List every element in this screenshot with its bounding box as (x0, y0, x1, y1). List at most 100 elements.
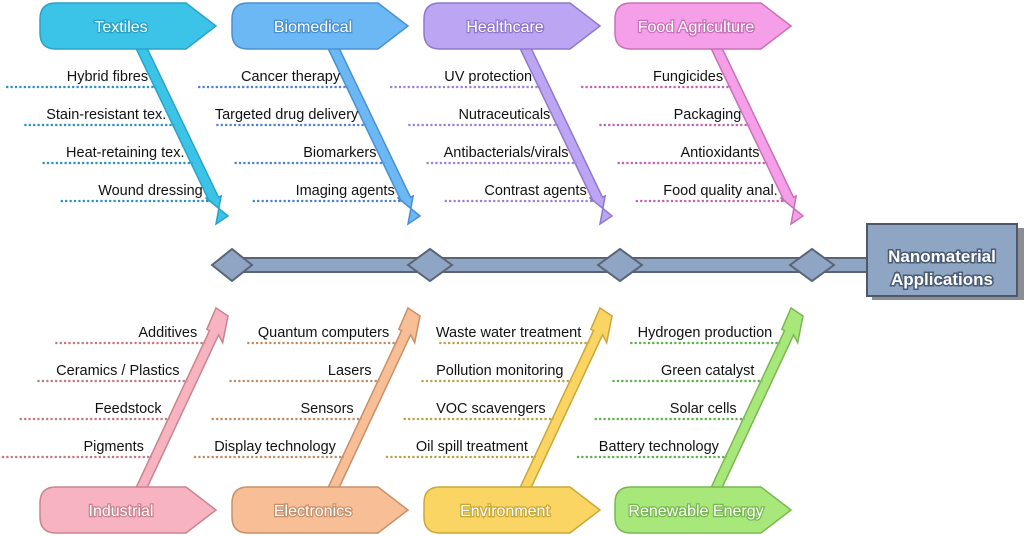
bone-arrow (326, 306, 421, 495)
category-electronics: Electronics Quantum computersLasersSensor… (193, 306, 421, 534)
branch-item: VOC scavengers (403, 401, 554, 421)
category-label-shape[interactable] (423, 486, 602, 534)
branch-item: Wound dressing (60, 183, 211, 203)
branch-item: Hydrogen production (630, 325, 781, 345)
item-label: Heat-retaining tex. (66, 145, 184, 161)
category-label: Textiles (94, 19, 147, 36)
category-label: Biomedical (274, 19, 352, 36)
nanomaterial-applications-box[interactable] (866, 223, 1018, 297)
item-label: Packaging (674, 107, 742, 123)
branch-item: Green catalyst (612, 363, 763, 383)
spine (210, 247, 871, 283)
branch-item: Ceramics / Plastics (37, 363, 188, 383)
head: Nanomaterial Applications (866, 223, 1024, 300)
branch-item: Feedstock (19, 401, 170, 421)
item-label: Waste water treatment (436, 325, 581, 341)
item-label: Biomarkers (303, 145, 376, 161)
branch-item: Waste water treatment (436, 325, 590, 345)
category-label: Food Agriculture (638, 19, 755, 36)
item-label: Additives (138, 325, 197, 341)
category-environment: Environment Waste water treatmentPollutio… (385, 306, 613, 534)
category-label: Electronics (274, 503, 352, 520)
item-label: Pigments (83, 439, 143, 455)
item-label: UV protection (444, 69, 532, 85)
branch-item: Imaging agents (252, 183, 403, 203)
item-label: Battery technology (599, 439, 720, 455)
item-label: Feedstock (95, 401, 163, 417)
branch-item: Pigments (1, 439, 152, 459)
branch-item: Pollution monitoring (421, 363, 572, 383)
item-label: Targeted drug delivery (215, 107, 359, 123)
item-label: Nutraceuticals (458, 107, 550, 123)
branch-item: Oil spill treatment (385, 439, 536, 459)
branch-item: Heat-retaining tex. (42, 145, 193, 165)
item-label: Antibacterials/virals (444, 145, 569, 161)
branch-item: Nutraceuticals (408, 107, 559, 127)
branch-item: Stain-resistant tex. (24, 107, 175, 127)
category-label: Healthcare (466, 19, 543, 36)
category-label-shape[interactable] (231, 486, 410, 534)
branch-item: Fungicides (581, 69, 732, 89)
branch-item: UV protection (390, 69, 541, 89)
branch-item: Solar cells (594, 401, 745, 421)
spine-joint (210, 247, 254, 283)
item-label: Stain-resistant tex. (46, 107, 166, 123)
title-line-2: Applications (891, 270, 993, 289)
branch-item: Antibacterials/virals (426, 145, 577, 165)
bone-arrow (518, 306, 613, 495)
item-label: Ceramics / Plastics (56, 363, 179, 379)
branch-item: Additives (55, 325, 206, 345)
branch-item: Biomarkers (234, 145, 385, 165)
bone-arrow (134, 306, 229, 495)
category-label-shape[interactable] (614, 2, 793, 50)
item-label: Antioxidants (681, 145, 760, 161)
item-label: Wound dressing (98, 183, 203, 199)
branch-item: Food quality anal. (635, 183, 786, 203)
title-line-1: Nanomaterial (888, 247, 996, 266)
item-label: Cancer therapy (241, 69, 341, 85)
category-renewable-energy: Renewable Energy Hydrogen productionGreen… (576, 306, 804, 534)
category-label-shape[interactable] (231, 2, 410, 50)
spine-bar (239, 257, 871, 273)
branch-item: Display technology (193, 439, 344, 459)
item-label: Display technology (214, 439, 336, 455)
item-label: Contrast agents (484, 183, 586, 199)
branch-item: Sensors (211, 401, 362, 421)
branch-item: Lasers (229, 363, 380, 383)
branch-item: Antioxidants (617, 145, 768, 165)
branch-item: Packaging (599, 107, 750, 127)
item-label: Lasers (328, 363, 372, 379)
spine-joint (596, 247, 644, 283)
item-label: Fungicides (653, 69, 723, 85)
category-label-shape[interactable] (423, 2, 602, 50)
item-label: Hybrid fibres (67, 69, 148, 85)
branch-item: Targeted drug delivery (215, 107, 367, 127)
category-healthcare: Healthcare UV protectionNutraceuticalsAnt… (390, 2, 614, 226)
branch-item: Contrast agents (444, 183, 595, 203)
branch-item: Cancer therapy (198, 69, 349, 89)
category-label: Renewable Energy (628, 503, 763, 520)
spine-joint (406, 247, 454, 283)
category-food-agriculture: Food AgricultureFungicidesPackagingAntio… (581, 2, 805, 226)
category-label: Environment (460, 503, 550, 520)
spine-joint (788, 247, 836, 283)
item-label: Quantum computers (258, 325, 389, 341)
item-label: Solar cells (670, 401, 737, 417)
category-label-shape[interactable] (39, 486, 218, 534)
category-label-shape[interactable] (39, 2, 218, 50)
category-label: Industrial (89, 503, 154, 520)
item-label: Pollution monitoring (436, 363, 563, 379)
item-label: Hydrogen production (638, 325, 773, 341)
category-label-shape[interactable] (614, 486, 793, 534)
item-label: Imaging agents (296, 183, 395, 199)
item-label: Sensors (300, 401, 353, 417)
branch-item: Quantum computers (247, 325, 398, 345)
item-label: Green catalyst (661, 363, 755, 379)
item-label: Food quality anal. (663, 183, 777, 199)
bone-arrow (709, 306, 804, 495)
